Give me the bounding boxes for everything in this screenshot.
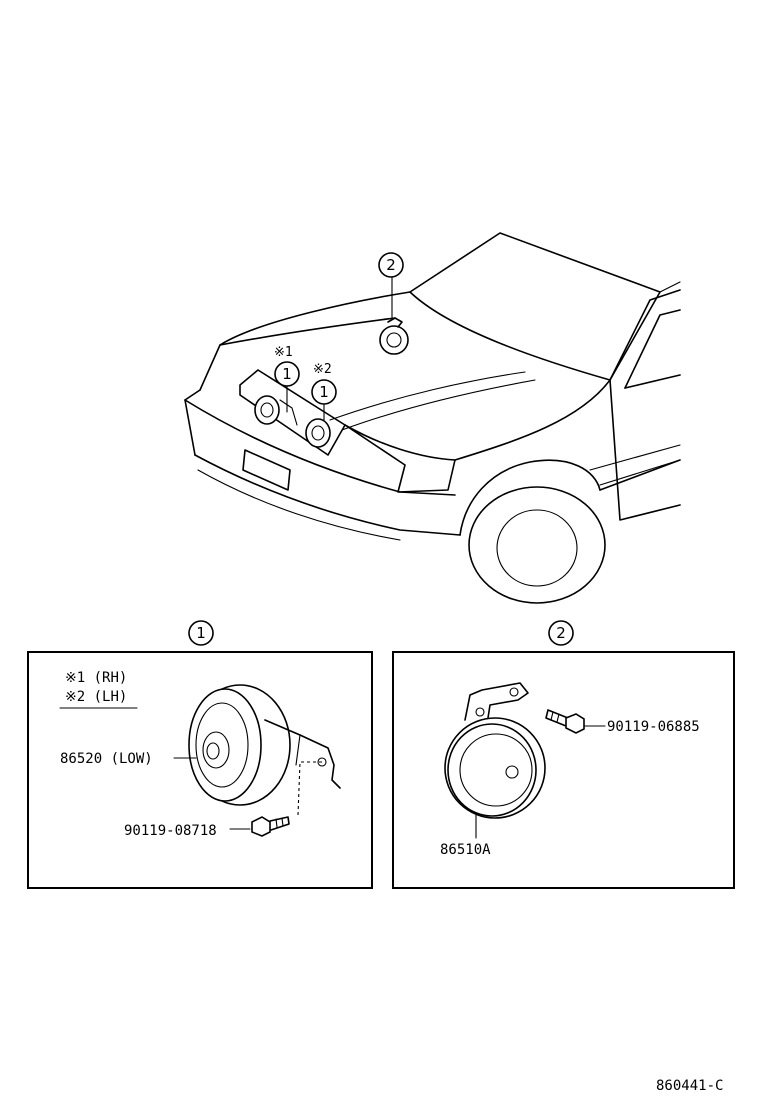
panel-1-header: 1 — [188, 620, 214, 646]
high-horn-part-number: 86510A — [440, 842, 491, 858]
svg-text:1: 1 — [282, 365, 292, 383]
high-horn-drawing — [444, 682, 546, 839]
car-front-illustration — [184, 232, 681, 604]
car-callout-1-lh: 1 — [311, 379, 337, 405]
panel-2-header: 2 — [548, 620, 574, 646]
bolt-1-drawing — [251, 816, 290, 837]
low-horn-drawing — [188, 684, 341, 816]
svg-text:1: 1 — [196, 624, 206, 642]
car-note-lh: ※2 — [313, 362, 332, 377]
svg-text:2: 2 — [556, 624, 566, 642]
panel-1-legend-lh: ※2 (LH) — [65, 689, 127, 705]
figure-code: 860441-C — [656, 1078, 723, 1094]
bolt-1-part-number: 90119-08718 — [124, 823, 217, 839]
bolt-2-drawing — [545, 709, 606, 734]
bolt-2-part-number: 90119-06885 — [607, 719, 700, 735]
svg-text:1: 1 — [319, 383, 329, 401]
car-callout-1-rh: 1 — [274, 361, 300, 387]
car-note-rh: ※1 — [274, 345, 293, 360]
car-callout-2: 2 — [378, 252, 404, 278]
svg-text:2: 2 — [386, 256, 396, 274]
panel-2-box — [392, 651, 735, 889]
panel-1-box — [27, 651, 373, 889]
low-horn-part-number: 86520 (LOW) — [60, 751, 153, 767]
panel-1-legend-rh: ※1 (RH) — [65, 670, 127, 686]
